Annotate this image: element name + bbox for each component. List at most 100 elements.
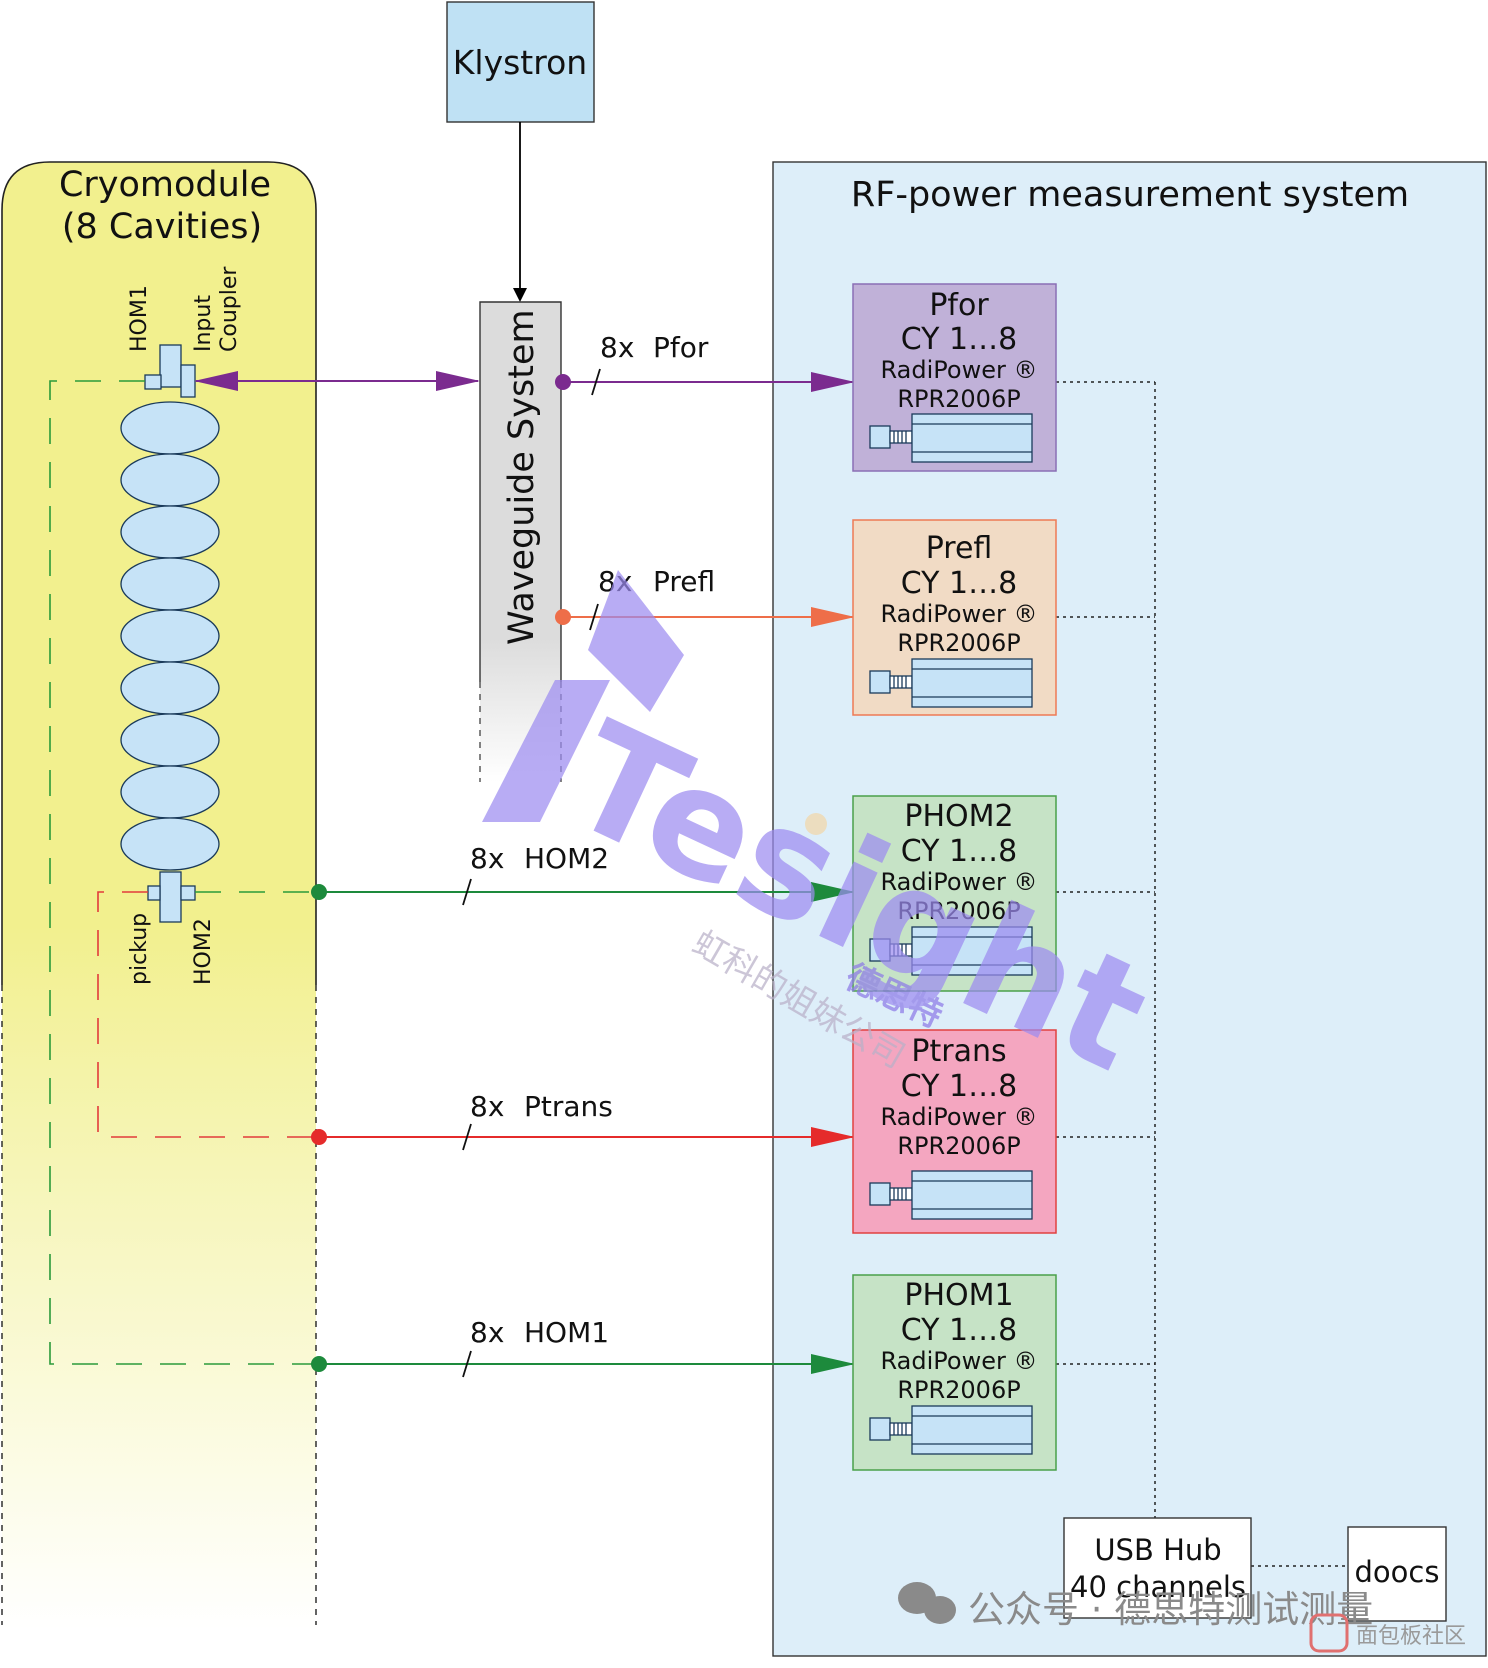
cavity-cell-3 xyxy=(120,505,220,559)
module-pfor-brand: RadiPower ® xyxy=(881,356,1038,384)
cavity-cell-1 xyxy=(120,401,220,455)
hom2-port-label: HOM2 xyxy=(191,918,216,985)
cavity-string xyxy=(120,344,220,923)
module-phom2-sensor-icon xyxy=(869,926,1033,976)
pfor-junction-dot xyxy=(555,374,571,390)
site-watermark: 面包板社区 xyxy=(1309,1613,1466,1653)
module-phom2-brand: RadiPower ® xyxy=(881,868,1038,896)
wechat-icon xyxy=(898,1582,956,1624)
cavity-cell-2 xyxy=(120,453,220,507)
hom2-bus-slash xyxy=(462,878,472,906)
klystron: Klystron xyxy=(446,1,595,302)
hom2-port xyxy=(180,885,196,901)
cavity-cell-9 xyxy=(120,817,220,871)
tesight-logo-mark xyxy=(482,570,684,822)
hom2-junction-dot xyxy=(311,884,327,900)
module-ptrans-model: RPR2006P xyxy=(897,1132,1020,1160)
module-phom1: PHOM1 CY 1…8 RadiPower ® RPR2006P xyxy=(852,1274,1057,1471)
input-coupler-label-1: Input xyxy=(191,295,216,352)
ptrans-count: 8x xyxy=(470,1090,504,1123)
wechat-watermark: 公众号 · 德思特测试测量 xyxy=(898,1582,1373,1631)
module-prefl-sensor-icon xyxy=(869,658,1033,708)
module-pfor: Pfor CY 1…8 RadiPower ® RPR2006P xyxy=(852,283,1057,472)
module-pfor-sensor-icon xyxy=(869,413,1033,463)
hom1-port xyxy=(144,374,162,390)
module-pfor-model: RPR2006P xyxy=(897,385,1020,413)
module-prefl-name: Prefl xyxy=(926,531,993,566)
usb-hub-line1: USB Hub xyxy=(1094,1533,1221,1567)
pickup-port-label: pickup xyxy=(127,913,152,985)
module-prefl-model: RPR2006P xyxy=(897,629,1020,657)
module-phom2-model: RPR2006P xyxy=(897,897,1020,925)
cryomodule-border-solid xyxy=(1,161,317,985)
klystron-label: Klystron xyxy=(453,43,587,82)
doocs: doocs xyxy=(1347,1526,1447,1622)
input-coupler-port xyxy=(180,364,196,398)
module-prefl-channels: CY 1…8 xyxy=(901,566,1017,601)
hom1-junction-dot xyxy=(311,1356,327,1372)
ptrans-signal-name: Ptrans xyxy=(524,1090,613,1123)
hom1-count: 8x xyxy=(470,1316,504,1349)
module-phom1-sensor-icon xyxy=(869,1405,1033,1455)
pickup-port xyxy=(147,885,161,901)
doocs-label: doocs xyxy=(1355,1555,1440,1589)
module-phom1-brand: RadiPower ® xyxy=(881,1347,1038,1375)
cryomodule: Cryomodule (8 Cavities) HOM1 Input Coupl… xyxy=(1,161,317,1630)
hom1-dashed-line xyxy=(49,380,318,1365)
pfor-signal-name: Pfor xyxy=(653,331,709,364)
cavity-cell-6 xyxy=(120,661,220,715)
module-prefl: Prefl CY 1…8 RadiPower ® RPR2006P xyxy=(852,519,1057,716)
cavity-cell-5 xyxy=(120,609,220,663)
hom2-count: 8x xyxy=(470,842,504,875)
hom1-port-label: HOM1 xyxy=(127,285,152,352)
pickup-dashed-line xyxy=(97,891,318,1138)
cryomodule-title-line1: Cryomodule xyxy=(59,165,271,205)
prefl-signal-name: Prefl xyxy=(653,565,715,598)
module-phom2: PHOM2 CY 1…8 RadiPower ® RPR2006P xyxy=(852,795,1057,992)
beam-pipe-top xyxy=(159,344,182,388)
cryomodule-title-line2: (8 Cavities) xyxy=(62,207,262,247)
module-ptrans-brand: RadiPower ® xyxy=(881,1103,1038,1131)
usb-hub-line2: 40 channels xyxy=(1070,1570,1246,1604)
module-prefl-brand: RadiPower ® xyxy=(881,600,1038,628)
cavity-cell-8 xyxy=(120,765,220,819)
module-ptrans-sensor-icon xyxy=(869,1170,1033,1220)
module-pfor-channels: CY 1…8 xyxy=(901,322,1017,357)
prefl-bus-slash xyxy=(589,603,599,631)
module-phom2-channels: CY 1…8 xyxy=(901,834,1017,869)
hom2-signal-name: HOM2 xyxy=(524,842,609,875)
beam-pipe-bottom xyxy=(159,871,182,923)
ptrans-bus-slash xyxy=(462,1123,472,1151)
klystron-box xyxy=(446,1,595,123)
rf-system-title: RF-power measurement system xyxy=(851,175,1409,215)
module-phom1-channels: CY 1…8 xyxy=(901,1313,1017,1348)
site-logo-icon xyxy=(1309,1613,1349,1653)
internal-dashed-lines xyxy=(49,380,318,1365)
tesight-logo-dot xyxy=(805,813,827,835)
usb-bus xyxy=(1056,381,1348,1567)
cavity-cell-4 xyxy=(120,557,220,611)
prefl-junction-dot xyxy=(555,609,571,625)
hom1-bus-slash xyxy=(462,1350,472,1378)
input-coupler-label-2: Coupler xyxy=(217,266,242,352)
module-phom2-name: PHOM2 xyxy=(904,799,1013,834)
pfor-count: 8x xyxy=(600,331,634,364)
waveguide-border xyxy=(479,301,562,682)
module-pfor-name: Pfor xyxy=(929,288,989,323)
module-phom1-name: PHOM1 xyxy=(904,1278,1013,1313)
usb-hub-box xyxy=(1063,1517,1252,1619)
module-ptrans-name: Ptrans xyxy=(911,1034,1006,1069)
module-ptrans: Ptrans CY 1…8 RadiPower ® RPR2006P xyxy=(852,1029,1057,1234)
usb-hub: USB Hub 40 channels xyxy=(1063,1517,1252,1619)
hom1-signal-name: HOM1 xyxy=(524,1316,609,1349)
wechat-account-text: 公众号 · 德思特测试测量 xyxy=(968,1588,1373,1631)
pfor-bus-slash xyxy=(591,368,601,396)
site-watermark-text: 面包板社区 xyxy=(1356,1624,1466,1649)
ptrans-junction-dot xyxy=(311,1129,327,1145)
cavity-cell-7 xyxy=(120,713,220,767)
module-ptrans-channels: CY 1…8 xyxy=(901,1069,1017,1104)
waveguide-label: Waveguide System xyxy=(502,309,542,645)
module-phom1-model: RPR2006P xyxy=(897,1376,1020,1404)
doocs-box xyxy=(1347,1526,1447,1622)
